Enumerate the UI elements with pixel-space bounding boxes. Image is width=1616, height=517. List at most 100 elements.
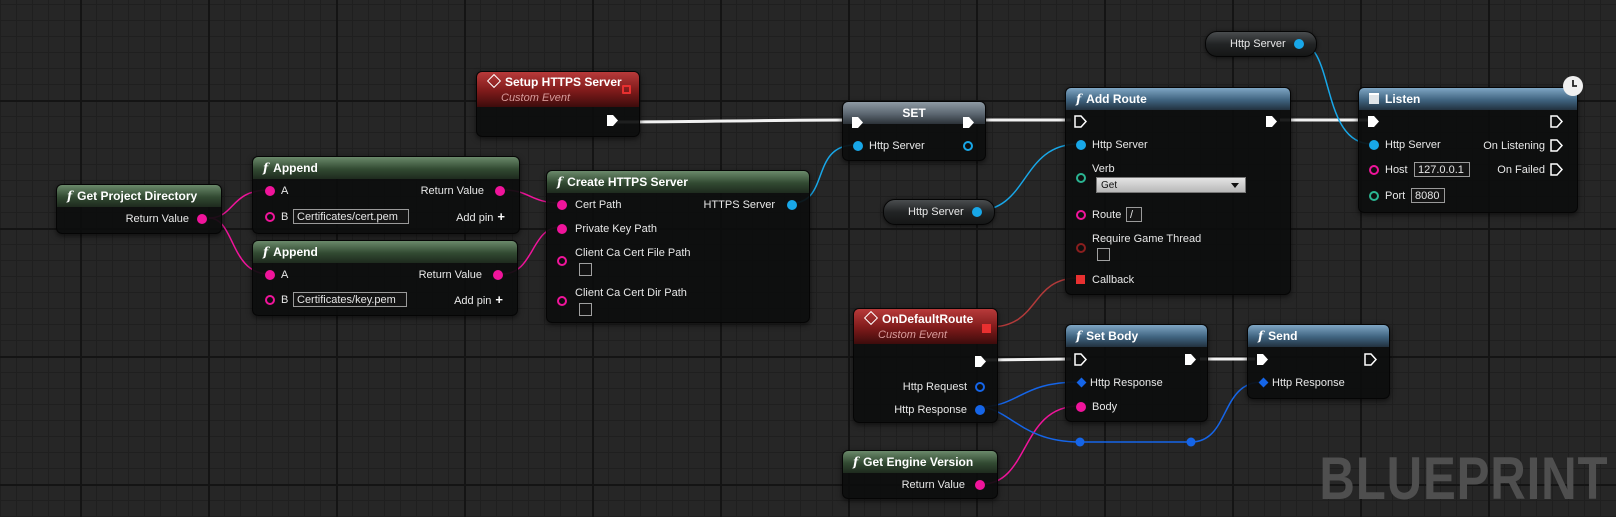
node-title: Send [1268,329,1298,343]
verb-dropdown[interactable]: Get [1096,177,1246,193]
input-a-pin[interactable] [265,270,275,280]
return-value-label: Return Value [418,269,482,281]
http-server-output-pin[interactable] [963,141,973,151]
exec-input-pin[interactable] [1074,115,1087,128]
set-variable-node[interactable]: SET Http Server [842,101,986,161]
client-ca-cert-dir-path-pin[interactable] [557,296,567,306]
http-response-pin[interactable] [975,405,985,415]
node-title: Add Route [1086,92,1147,106]
exec-input-pin[interactable] [1074,353,1087,366]
exec-output-pin[interactable] [1265,115,1278,128]
return-value-pin[interactable] [493,270,503,280]
http-server-label: Http Server [869,140,925,152]
http-server-label: Http Server [1092,139,1148,151]
exec-output-pin[interactable] [1364,353,1377,366]
http-server-input-pin[interactable] [853,141,863,151]
client-ca-cert-dir-path-checkbox[interactable] [579,303,592,316]
http-response-pin[interactable] [1076,377,1087,388]
return-value-label: Return Value [901,479,965,491]
return-value-pin[interactable] [495,186,505,196]
http-server-input-pin[interactable] [1369,140,1379,150]
client-ca-cert-file-path-checkbox[interactable] [579,263,592,276]
exec-output-pin[interactable] [974,355,987,368]
set-header: SET [843,102,985,124]
variable-output-pin[interactable] [972,207,982,217]
exec-input-pin[interactable] [1367,115,1380,128]
body-pin[interactable] [1076,402,1086,412]
verb-selected-value: Get [1101,180,1118,191]
append-header: f Append [253,241,517,263]
require-game-thread-label: Require Game Thread [1092,233,1202,245]
input-b-field[interactable]: Certificates/key.pem [293,292,407,307]
on-listening-exec-pin[interactable] [1550,139,1563,152]
cert-path-pin[interactable] [557,200,567,210]
private-key-path-pin[interactable] [557,224,567,234]
route-pin[interactable] [1076,210,1086,220]
host-pin[interactable] [1369,165,1379,175]
node-title: Create HTTPS Server [567,175,688,189]
variable-label: Http Server [1230,38,1286,50]
http-response-pin[interactable] [1258,377,1269,388]
on-listening-label: On Listening [1483,140,1545,152]
input-b-field[interactable]: Certificates/cert.pem [293,209,409,224]
route-field[interactable]: / [1126,207,1142,222]
node-title: Get Project Directory [77,189,198,203]
http-request-pin[interactable] [975,382,985,392]
node-title: Append [273,161,318,175]
exec-output-pin[interactable] [962,116,975,129]
host-field[interactable]: 127.0.0.1 [1414,162,1470,177]
exec-output-pin[interactable] [1184,353,1197,366]
on-failed-exec-pin[interactable] [1550,163,1563,176]
callback-pin[interactable] [1076,275,1085,284]
http-server-variable-getter[interactable]: Http Server [1205,31,1317,57]
function-icon: f [263,245,269,259]
client-ca-cert-file-path-pin[interactable] [557,256,567,266]
delegate-output-pin[interactable] [622,85,631,94]
listen-node[interactable]: Listen Http Server On Listening Host 127… [1358,76,1583,213]
node-title: Set Body [1086,329,1139,343]
delegate-output-pin[interactable] [982,324,991,333]
exec-output-pin[interactable] [1550,115,1563,128]
cert-path-label: Cert Path [575,199,622,211]
port-pin[interactable] [1369,191,1379,201]
exec-input-pin[interactable] [851,116,864,129]
host-label: Host [1385,164,1408,176]
http-server-input-pin[interactable] [1076,140,1086,150]
return-value-pin[interactable] [975,480,985,490]
input-a-pin[interactable] [265,186,275,196]
require-game-thread-pin[interactable] [1076,243,1086,253]
port-field[interactable]: 8080 [1411,188,1445,203]
input-b-pin[interactable] [265,212,275,222]
verb-pin[interactable] [1076,173,1086,183]
plus-icon: + [495,292,503,307]
private-key-path-label: Private Key Path [575,223,657,235]
http-server-variable-getter[interactable]: Http Server [883,199,995,225]
node-subtitle: Custom Event [501,92,571,104]
return-value-pin[interactable] [197,214,207,224]
https-server-output-pin[interactable] [787,200,797,210]
add-pin-button[interactable]: Add pin+ [456,210,505,225]
input-b-pin[interactable] [265,295,275,305]
input-a-label: A [281,185,289,197]
exec-input-pin[interactable] [1256,353,1269,366]
variable-output-pin[interactable] [1294,39,1304,49]
node-title: SET [902,106,926,120]
require-game-thread-checkbox[interactable] [1097,248,1110,261]
exec-output-pin[interactable] [606,114,619,127]
input-a-label: A [281,269,289,281]
add-pin-button[interactable]: Add pin+ [454,293,503,308]
node-title: Append [273,245,318,259]
